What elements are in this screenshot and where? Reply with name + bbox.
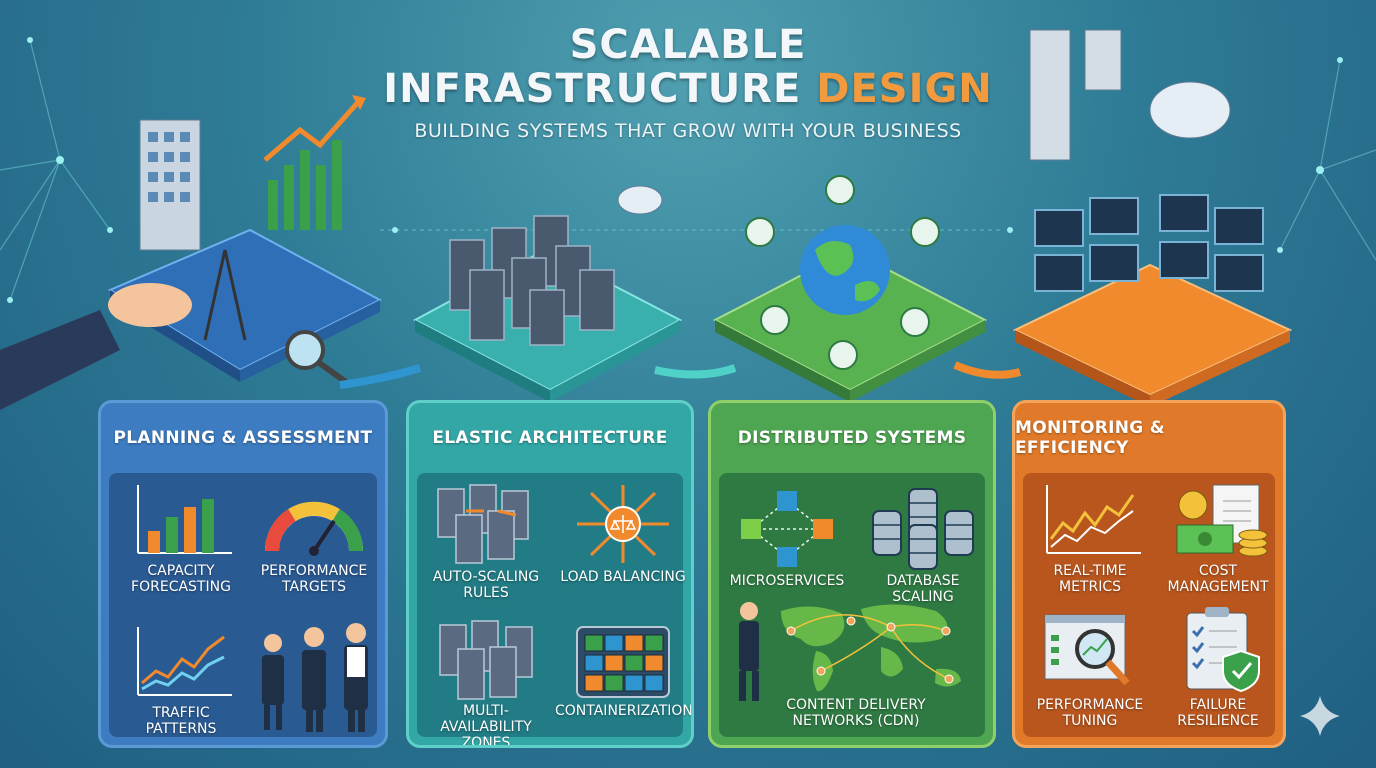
title-accent-text: DESIGN — [816, 66, 993, 112]
title-main-text: INFRASTRUCTURE — [383, 66, 802, 112]
item-microservices: MICROSERVICES — [721, 481, 853, 589]
flow-arrows — [339, 361, 1022, 389]
item-label: CONTAINERIZATION — [555, 703, 693, 719]
panel-body: AUTO-SCALING RULES LOAD BALANCING MULTI-… — [417, 473, 691, 745]
panel-title: ELASTIC ARCHITECTURE — [432, 428, 668, 448]
world-map-icon — [739, 602, 961, 701]
page-title-line2: INFRASTRUCTURE DESIGN — [0, 66, 1376, 112]
item-label: FAILURE RESILIENCE — [1177, 697, 1259, 729]
item-containerization: CONTAINERIZATION — [555, 615, 691, 719]
item-capacity-forecasting: CAPACITY FORECASTING — [117, 481, 245, 595]
item-label: REAL-TIME METRICS — [1053, 563, 1127, 595]
hand-with-compass-icon — [0, 249, 352, 410]
panel-body: CAPACITY FORECASTING PERFORMANCE TARGETS… — [109, 473, 377, 737]
panel-title: DISTRIBUTED SYSTEMS — [737, 428, 967, 448]
server-zones-icon — [439, 620, 533, 700]
sparkle-icon — [1300, 696, 1340, 736]
gauge-icon — [264, 501, 364, 556]
containers-icon — [576, 626, 670, 698]
panel-body: REAL-TIME METRICS COST MANAGEMENT PERFOR… — [1023, 473, 1275, 737]
panel-planning-assessment: PLANNING & ASSESSMENT CAPACITY FORECASTI… — [98, 400, 388, 748]
item-cdn: CONTENT DELIVERY NETWORKS (CDN) — [721, 591, 991, 729]
realtime-chart-icon — [1046, 485, 1141, 554]
panel-monitoring-efficiency: MONITORING & EFFICIENCY REAL-TIME METRIC… — [1012, 400, 1286, 748]
item-auto-scaling-rules: AUTO-SCALING RULES — [421, 481, 551, 601]
item-label: MULTI-AVAILABILITY ZONES — [440, 703, 532, 748]
item-database-scaling: DATABASE SCALING — [855, 481, 991, 605]
panel-body: MICROSERVICES DATABASE SCALING — [719, 473, 985, 737]
item-performance-targets: PERFORMANCE TARGETS — [249, 481, 379, 595]
team-meeting-icon — [262, 623, 368, 732]
panel-title: PLANNING & ASSESSMENT — [113, 428, 373, 448]
item-label: COST MANAGEMENT — [1167, 563, 1269, 595]
item-label: CONTENT DELIVERY NETWORKS (CDN) — [786, 697, 926, 729]
item-label: TRAFFIC PATTERNS — [145, 705, 217, 737]
server-cluster-icon — [437, 484, 529, 564]
item-multi-availability-zones: MULTI-AVAILABILITY ZONES — [421, 615, 551, 748]
panel-title: MONITORING & EFFICIENCY — [1015, 418, 1165, 458]
item-label: PERFORMANCE TUNING — [1036, 697, 1144, 729]
item-label: AUTO-SCALING RULES — [432, 569, 540, 601]
item-label: DATABASE SCALING — [886, 573, 960, 605]
page-title-line1: SCALABLE — [569, 22, 807, 68]
item-real-time-metrics: REAL-TIME METRICS — [1027, 481, 1153, 595]
database-icon — [872, 488, 974, 570]
load-balancer-icon — [577, 485, 669, 563]
item-label: CAPACITY FORECASTING — [131, 563, 231, 595]
item-cost-management: COST MANAGEMENT — [1155, 481, 1281, 595]
checklist-shield-icon — [1186, 607, 1260, 693]
elastic-platform — [412, 185, 683, 402]
panel-distributed-systems: DISTRIBUTED SYSTEMS MICROSERVICES — [708, 400, 996, 748]
item-label: PERFORMANCE TARGETS — [260, 563, 368, 595]
item-traffic-patterns: TRAFFIC PATTERNS — [117, 623, 245, 737]
money-icon — [1176, 484, 1268, 557]
network-nodes — [7, 37, 1343, 303]
line-chart-icon — [137, 627, 232, 696]
item-label: LOAD BALANCING — [560, 569, 686, 585]
distributed-platform — [712, 175, 988, 402]
microservices-icon — [741, 491, 833, 567]
item-label: MICROSERVICES — [729, 573, 845, 589]
item-load-balancing: LOAD BALANCING — [555, 481, 691, 585]
item-team-meeting — [249, 605, 379, 735]
item-failure-resilience: FAILURE RESILIENCE — [1155, 605, 1281, 729]
magnifier-report-icon — [1044, 614, 1130, 686]
bar-chart-icon — [137, 485, 232, 554]
monitoring-platform — [1012, 29, 1293, 407]
panel-elastic-architecture: ELASTIC ARCHITECTURE AUTO-SCALING RULES — [406, 400, 694, 748]
header: SCALABLE INFRASTRUCTURE DESIGN BUILDING … — [0, 22, 1376, 142]
item-performance-tuning: PERFORMANCE TUNING — [1027, 605, 1153, 729]
page-subtitle: BUILDING SYSTEMS THAT GROW WITH YOUR BUS… — [414, 120, 962, 142]
